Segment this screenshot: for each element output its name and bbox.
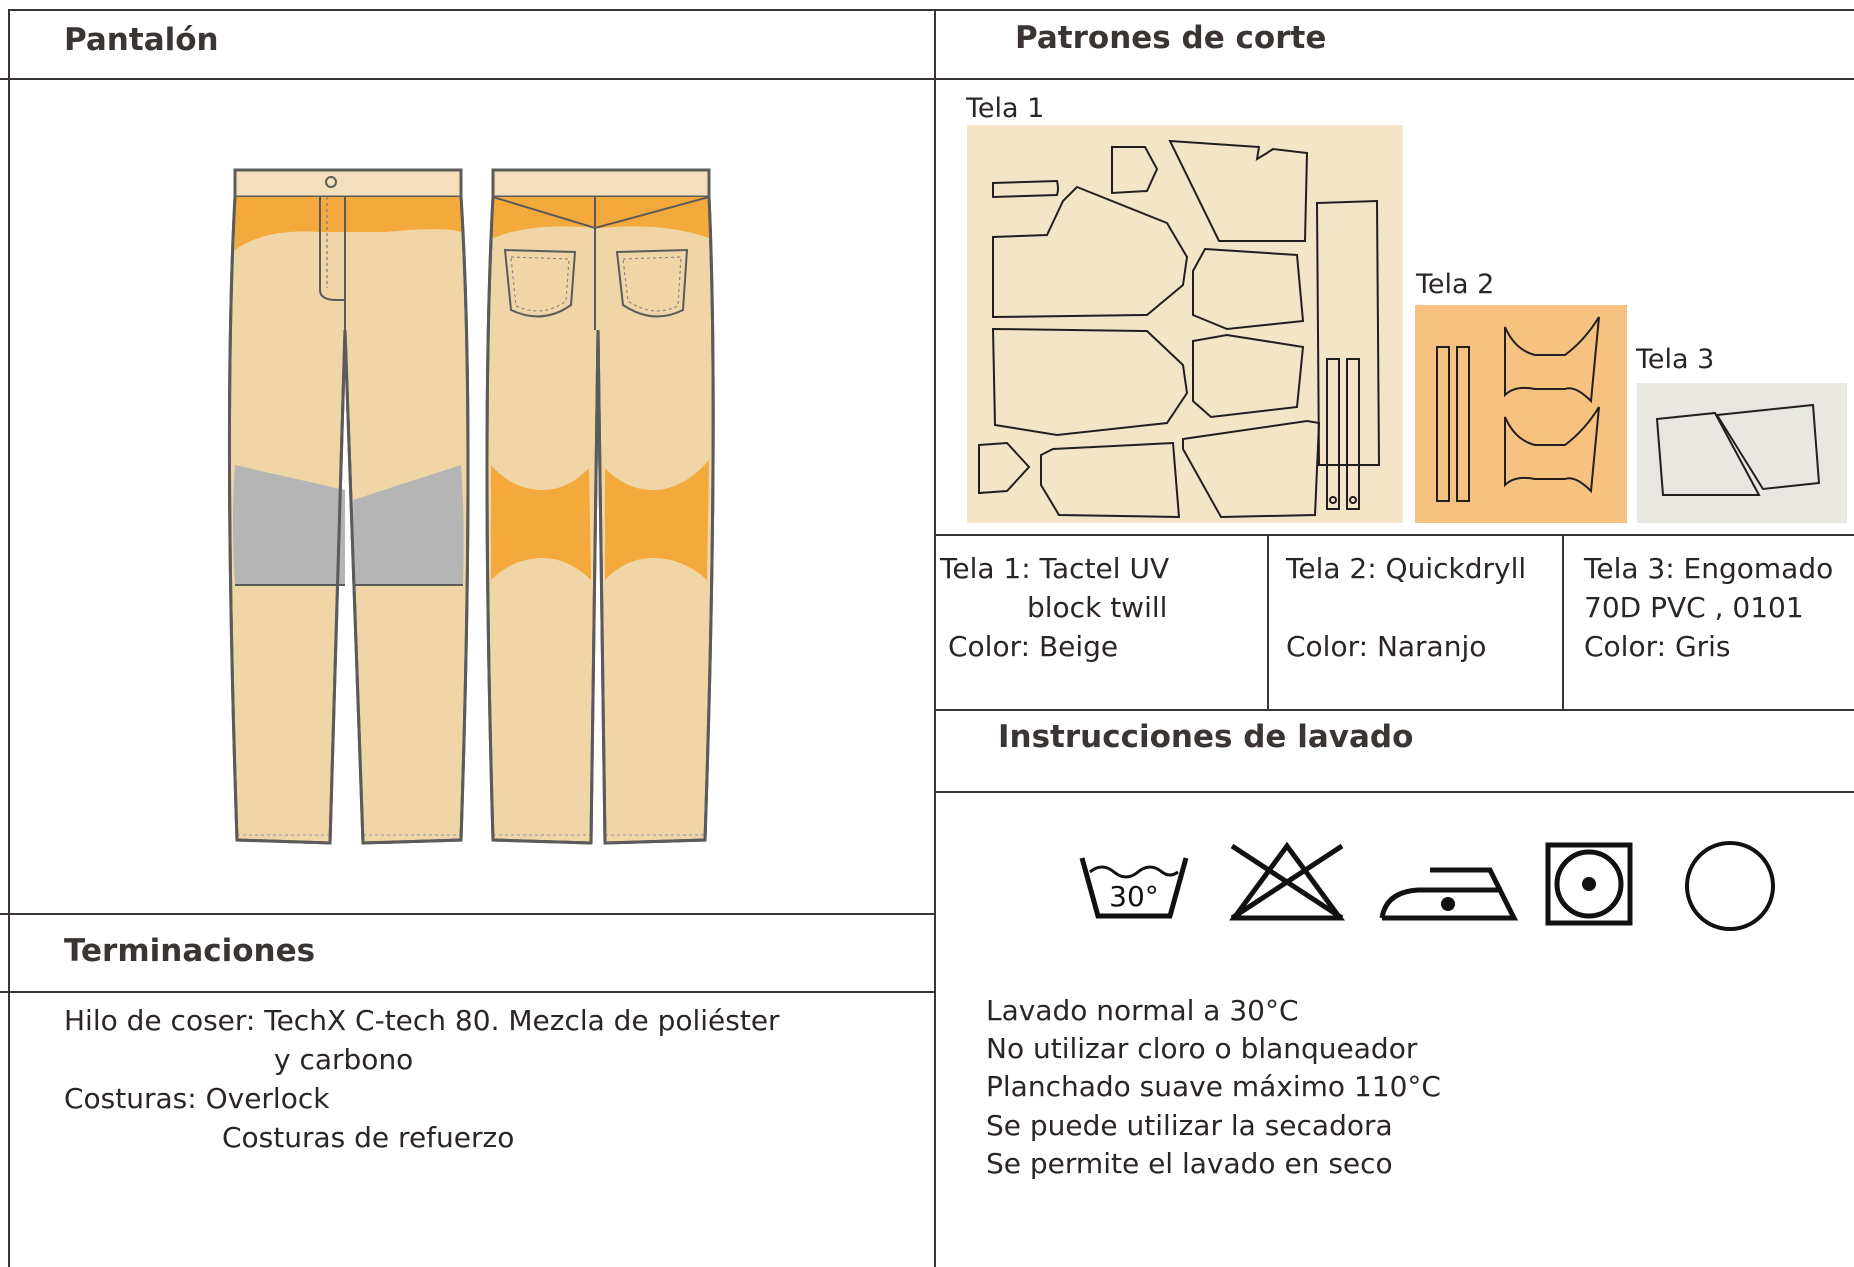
header-divider bbox=[0, 78, 1854, 80]
tela-3-pattern bbox=[1637, 383, 1847, 523]
tela-2-label: Tela 2 bbox=[1416, 269, 1495, 300]
pantalon-heading: Pantalón bbox=[64, 22, 219, 58]
pants-front-view bbox=[227, 168, 470, 845]
no-bleach-icon bbox=[1229, 841, 1345, 921]
lavado-divider bbox=[936, 791, 1854, 793]
tela-1-label: Tela 1 bbox=[966, 93, 1045, 124]
fabric-1-color: Color: Beige bbox=[948, 630, 1119, 663]
terminaciones-hilo: Hilo de coser: TechX C-tech 80. Mezcla d… bbox=[64, 1004, 780, 1037]
tela-3-label: Tela 3 bbox=[1636, 344, 1715, 375]
terminaciones-refuerzo: Costuras de refuerzo bbox=[222, 1121, 515, 1154]
dry-clean-icon bbox=[1685, 841, 1775, 931]
fabric-table-top bbox=[936, 534, 1854, 536]
wash-instruction-4: Se puede utilizar la secadora bbox=[986, 1109, 1393, 1142]
center-divider bbox=[934, 9, 936, 1267]
top-border bbox=[8, 9, 1854, 11]
fabric-2-color: Color: Naranjo bbox=[1286, 630, 1487, 663]
fabric-table-bottom bbox=[936, 709, 1854, 711]
wash-instruction-2: No utilizar cloro o blanqueador bbox=[986, 1032, 1418, 1065]
tumble-dry-icon bbox=[1545, 842, 1633, 926]
wash-temp-label: 30° bbox=[1109, 880, 1159, 913]
lavado-heading: Instrucciones de lavado bbox=[998, 719, 1414, 755]
fabric-3-name: Tela 3: Engomado bbox=[1584, 552, 1834, 585]
left-terminaciones-bottom bbox=[0, 991, 934, 993]
fabric-2-name: Tela 2: Quickdryll bbox=[1286, 552, 1527, 585]
wash-30-icon: 30° bbox=[1079, 857, 1189, 919]
terminaciones-costuras: Costuras: Overlock bbox=[64, 1082, 330, 1115]
fabric-3-detail: 70D PVC , 0101 bbox=[1584, 591, 1804, 624]
fabric-1-name: Tela 1: Tactel UV bbox=[940, 552, 1170, 585]
terminaciones-heading: Terminaciones bbox=[64, 933, 316, 969]
tela-2-pattern bbox=[1415, 305, 1627, 523]
fabric-1-detail: block twill bbox=[1027, 591, 1168, 624]
pants-illustration bbox=[227, 168, 715, 845]
wash-instruction-1: Lavado normal a 30°C bbox=[986, 994, 1299, 1027]
wash-instruction-3: Planchado suave máximo 110°C bbox=[986, 1070, 1441, 1103]
tela-1-pattern bbox=[967, 125, 1403, 523]
pants-back-view bbox=[485, 168, 715, 845]
iron-low-icon bbox=[1379, 867, 1519, 921]
patrones-heading: Patrones de corte bbox=[1015, 20, 1327, 56]
fabric-3-color: Color: Gris bbox=[1584, 630, 1731, 663]
fabric-table-col2 bbox=[1562, 534, 1564, 710]
left-terminaciones-top bbox=[0, 913, 934, 915]
left-border bbox=[8, 9, 10, 1267]
fabric-table-col1 bbox=[1267, 534, 1269, 710]
wash-instruction-5: Se permite el lavado en seco bbox=[986, 1147, 1393, 1180]
terminaciones-hilo-cont: y carbono bbox=[274, 1043, 414, 1076]
